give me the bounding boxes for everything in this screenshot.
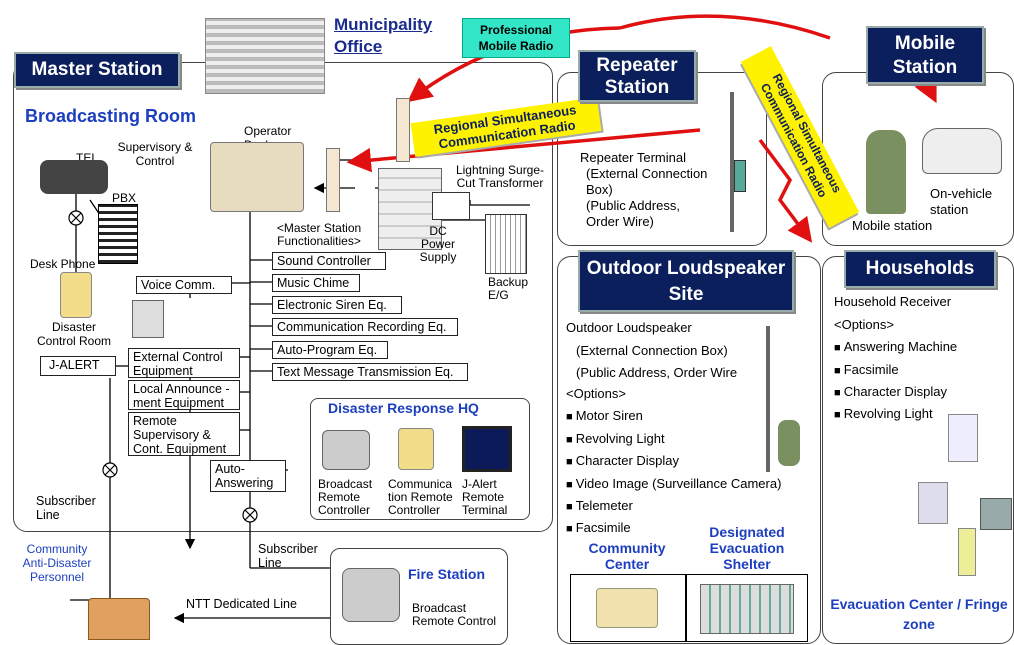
household-pole-icon xyxy=(958,528,976,576)
households-panel xyxy=(822,256,1014,644)
local-announcement-box: Local Announce -ment Equipment xyxy=(128,380,240,410)
function-auto-program: Auto-Program Eq. xyxy=(272,341,388,359)
operator-desk-icon xyxy=(210,142,304,212)
telephone-icon xyxy=(40,160,108,194)
community-center-label: Community Center xyxy=(588,540,666,572)
remote-supervisory-box: Remote Supervisory & Cont. Equipment xyxy=(128,412,240,456)
mobile-station-label: Mobile station xyxy=(852,218,933,233)
lightning-surge-label: Lightning Surge-Cut Transformer xyxy=(455,163,545,190)
function-music-chime: Music Chime xyxy=(272,274,360,292)
municipality-building-icon xyxy=(205,18,325,94)
function-sound-controller: Sound Controller xyxy=(272,252,386,270)
dc-power-supply-label: DC Power Supply xyxy=(419,224,457,264)
function-text-message: Text Message Transmission Eq. xyxy=(272,363,468,381)
mobile-station-title: Mobile Station xyxy=(866,26,984,84)
repeater-detail2: (Public Address, Order Wire) xyxy=(586,198,680,229)
fire-station-panel xyxy=(330,548,508,645)
function-electronic-siren: Electronic Siren Eq. xyxy=(272,296,402,314)
voice-comm-box: Voice Comm. xyxy=(136,276,232,294)
outdoor-loudspeaker-label: Outdoor Loudspeaker xyxy=(566,320,692,335)
ntt-dedicated-line-label: NTT Dedicated Line xyxy=(186,597,297,611)
broadcast-remote-controller-icon xyxy=(322,430,370,470)
desk-phone-label: Desk Phone xyxy=(30,257,96,271)
community-personnel-label: Community Anti-Disaster Personnel xyxy=(22,542,92,584)
hq-broadcast-remote-label: Broadcast Remote Controller xyxy=(318,477,373,517)
household-answering-machine: Answering Machine xyxy=(834,339,957,356)
household-receiver-icon xyxy=(948,414,978,462)
evacuation-shelter-building-icon xyxy=(700,584,794,634)
disaster-phone-icon xyxy=(132,300,164,338)
repeater-detail1: (External Connection Box) xyxy=(586,166,708,197)
backup-eg-label: Backup E/G xyxy=(488,275,529,302)
loudspeaker-pole-icon xyxy=(766,326,770,472)
supervisory-control-label: Supervisory & Control xyxy=(117,140,193,168)
outdoor-options-label: <Options> xyxy=(566,386,626,401)
option-telemeter: Telemeter xyxy=(566,498,633,515)
option-revolving-light: Revolving Light xyxy=(566,431,665,448)
pbx-label: PBX xyxy=(112,191,137,205)
backup-generator-icon xyxy=(485,214,527,274)
on-vehicle-station-label: On-vehicle station xyxy=(930,186,993,217)
fire-station-title: Fire Station xyxy=(408,566,486,582)
j-alert-box: J-ALERT xyxy=(40,356,116,376)
master-radio-unit-icon xyxy=(326,148,340,212)
external-control-box: External Control Equipment xyxy=(128,348,240,378)
municipality-office-label: Municipality Office xyxy=(334,15,433,56)
outdoor-detail1: (External Connection Box) xyxy=(576,343,728,358)
evacuation-shelter-label: Designated Evacuation Shelter xyxy=(709,524,785,572)
mobile-person-icon xyxy=(866,130,906,214)
broadcasting-room-title: Broadcasting Room xyxy=(25,106,197,126)
auto-answering-box: Auto-Answering xyxy=(210,460,286,492)
household-receiver-label: Household Receiver xyxy=(834,294,952,309)
function-communication-recording: Communication Recording Eq. xyxy=(272,318,458,336)
master-station-title: Master Station xyxy=(14,52,180,88)
subscriber-line2-label: Subscriber Line xyxy=(258,542,318,570)
loudspeaker-worker-icon xyxy=(778,420,800,466)
household-character-display: Character Display xyxy=(834,384,947,401)
option-motor-siren: Motor Siren xyxy=(566,408,643,425)
j-alert-terminal-icon xyxy=(462,426,512,472)
household-panel-icon xyxy=(980,498,1012,530)
repeater-antenna-icon xyxy=(730,92,734,232)
professional-mobile-radio-label: Professional Mobile Radio xyxy=(462,18,570,58)
repeater-station-title: Repeater Station xyxy=(578,50,696,102)
house-icon xyxy=(88,598,150,640)
community-center-house-icon xyxy=(596,588,658,628)
dc-power-supply-icon xyxy=(432,192,470,220)
option-video-image: Video Image (Surveillance Camera) xyxy=(566,476,782,493)
household-facsimile: Facsimile xyxy=(834,362,899,379)
household-revolving-light: Revolving Light xyxy=(834,406,933,423)
desk-phone-icon xyxy=(60,272,92,318)
repeater-box-icon xyxy=(734,160,746,192)
radio-unit-icon xyxy=(396,98,410,162)
vehicle-icon xyxy=(922,128,1002,174)
option-character-display: Character Display xyxy=(566,453,679,470)
pbx-rack-icon xyxy=(98,204,138,264)
households-title: Households xyxy=(844,250,996,288)
outdoor-loudspeaker-title: Outdoor Loudspeaker Site xyxy=(578,250,794,312)
evacuation-center-label: Evacuation Center / Fringe zone xyxy=(830,596,1008,632)
outdoor-detail2: (Public Address, Order Wire xyxy=(576,365,738,380)
hq-communication-remote-label: Communica tion Remote Controller xyxy=(388,477,453,517)
disaster-control-room-label: Disaster Control Room xyxy=(36,320,112,348)
hq-j-alert-terminal-label: J-Alert Remote Terminal xyxy=(462,477,508,517)
disaster-hq-title: Disaster Response HQ xyxy=(328,400,479,416)
option-facsimile: Facsimile xyxy=(566,520,631,537)
repeater-terminal-label: Repeater Terminal xyxy=(580,150,686,165)
household-options-label: <Options> xyxy=(834,317,894,332)
communication-remote-controller-icon xyxy=(398,428,434,470)
equipment-rack-icon xyxy=(378,168,442,250)
fire-broadcast-remote-icon xyxy=(342,568,400,622)
household-unit-icon xyxy=(918,482,948,524)
fire-broadcast-remote-label: Broadcast Remote Control xyxy=(412,601,497,628)
subscriber-line-label: Subscriber Line xyxy=(36,494,96,522)
functionalities-label: <Master Station Functionalities> xyxy=(276,221,362,248)
